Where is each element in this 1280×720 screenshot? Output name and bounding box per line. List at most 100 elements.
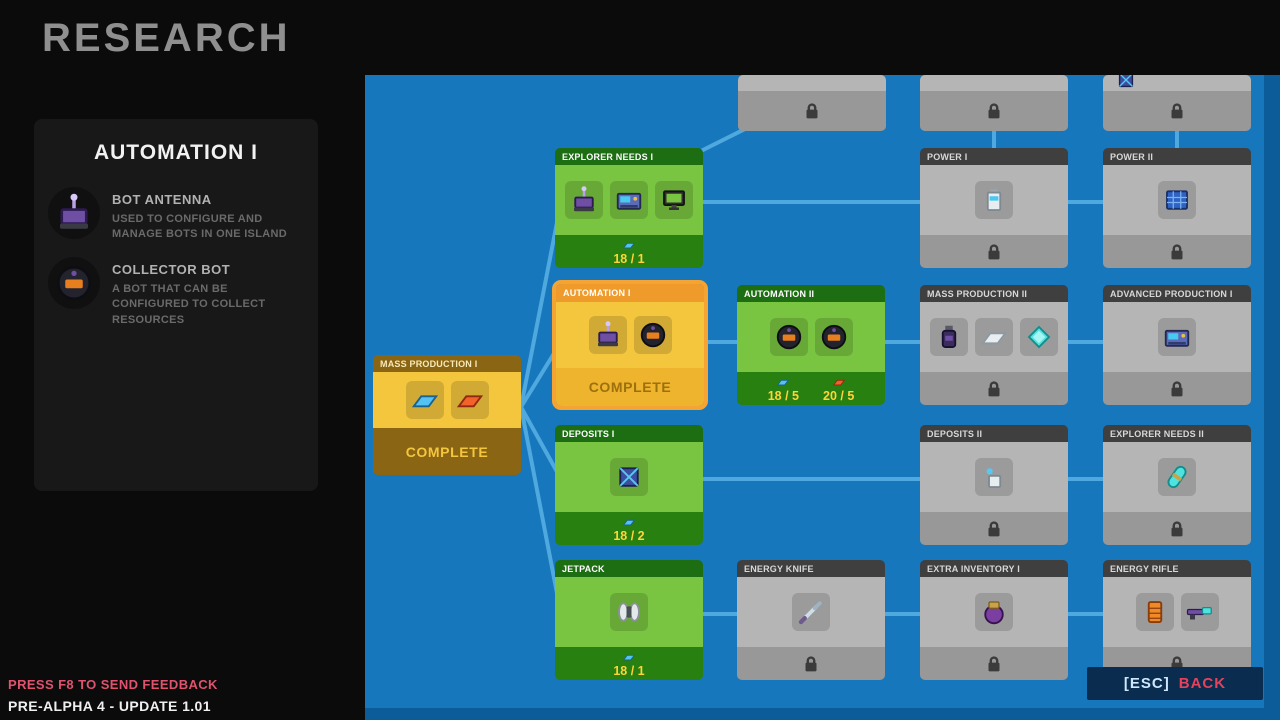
node-body bbox=[1103, 75, 1251, 91]
node-footer bbox=[920, 647, 1068, 680]
research-node-cut-top-2[interactable] bbox=[920, 75, 1068, 131]
ingot-blue-icon bbox=[622, 242, 636, 249]
cost-text: 18 / 1 bbox=[613, 251, 645, 266]
tree-connections bbox=[519, 121, 1179, 616]
node-body bbox=[920, 165, 1068, 235]
node-body bbox=[555, 165, 703, 235]
node-title: EXPLORER NEEDS II bbox=[1103, 425, 1251, 442]
node-body bbox=[556, 302, 704, 368]
node-title: MASS PRODUCTION I bbox=[373, 355, 521, 372]
research-node-advanced-production-1[interactable]: ADVANCED PRODUCTION I bbox=[1103, 285, 1251, 405]
research-node-deposits-2[interactable]: DEPOSITS II bbox=[920, 425, 1068, 545]
canvas-edge-bottom bbox=[365, 708, 1280, 720]
node-title: EXPLORER NEEDS I bbox=[555, 148, 703, 165]
machine-console-slot bbox=[610, 181, 648, 219]
node-title: ENERGY KNIFE bbox=[737, 560, 885, 577]
node-title: AUTOMATION II bbox=[737, 285, 885, 302]
node-body bbox=[1103, 165, 1251, 235]
node-body bbox=[1103, 302, 1251, 372]
cup-white-icon bbox=[986, 468, 1002, 488]
node-body bbox=[738, 75, 886, 91]
node-title: POWER I bbox=[920, 148, 1068, 165]
bottle-dark-slot bbox=[930, 318, 968, 356]
ingot-blue-icon bbox=[777, 379, 790, 386]
battery-orange-slot bbox=[1135, 593, 1174, 631]
pouch-purple-icon bbox=[984, 601, 1004, 625]
bot-antenna-slot bbox=[48, 187, 100, 239]
node-footer: COMPLETE bbox=[373, 428, 521, 475]
unlock-desc: A BOT THAT CAN BE CONFIGURED TO COLLECT … bbox=[112, 282, 266, 326]
cup-white-slot bbox=[975, 458, 1013, 496]
collector-bot-slot bbox=[814, 318, 853, 356]
version-label: PRE-ALPHA 4 - UPDATE 1.01 bbox=[8, 698, 211, 714]
unlock-desc: USED TO CONFIGURE AND MANAGE BOTS IN ONE… bbox=[112, 213, 287, 241]
back-label: BACK bbox=[1178, 675, 1227, 692]
node-footer: 18 / 1 bbox=[555, 647, 703, 680]
bot-antenna-slot bbox=[565, 181, 603, 219]
research-node-mass-production-1[interactable]: MASS PRODUCTION I COMPLETE bbox=[373, 355, 521, 475]
research-node-cut-top-1[interactable] bbox=[738, 75, 886, 131]
research-cost: 18 / 1 bbox=[613, 650, 645, 678]
research-node-jetpack[interactable]: JETPACK 18 / 1 bbox=[555, 560, 703, 680]
research-node-explorer-needs-1[interactable]: EXPLORER NEEDS I 18 / 1 bbox=[555, 148, 703, 268]
node-body bbox=[373, 372, 521, 428]
ingot-red-icon bbox=[456, 395, 483, 408]
collector-bot-slot bbox=[48, 256, 100, 309]
solar-panel-slot bbox=[1158, 181, 1196, 219]
node-footer: 18 / 2 bbox=[555, 512, 703, 545]
research-cost: 18 / 1 bbox=[613, 238, 645, 266]
ingot-white-icon bbox=[980, 332, 1008, 345]
node-body bbox=[737, 577, 885, 647]
research-node-energy-rifle[interactable]: ENERGY RIFLE bbox=[1103, 560, 1251, 680]
node-footer bbox=[920, 91, 1068, 131]
battery-white-slot bbox=[975, 181, 1013, 219]
research-node-cut-top-3[interactable] bbox=[1103, 75, 1251, 131]
node-footer bbox=[920, 372, 1068, 405]
top-bar: RESEARCH bbox=[0, 0, 1280, 75]
research-cost: 18 / 5 bbox=[768, 375, 799, 403]
bottle-dark-icon bbox=[941, 325, 957, 348]
research-node-extra-inventory-1[interactable]: EXTRA INVENTORY I bbox=[920, 560, 1068, 680]
node-title: JETPACK bbox=[555, 560, 703, 577]
ingot-blue-icon bbox=[622, 519, 636, 526]
research-tree-canvas[interactable]: [ESC] BACK EXPLORER NEEDS I 18 / 1 POWER I… bbox=[365, 75, 1280, 720]
node-title: DEPOSITS II bbox=[920, 425, 1068, 442]
collector-bot-slot bbox=[769, 318, 808, 356]
collector-bot-icon bbox=[56, 265, 92, 300]
ingot-red-icon bbox=[832, 379, 845, 386]
research-node-energy-knife[interactable]: ENERGY KNIFE bbox=[737, 560, 885, 680]
bot-antenna-icon bbox=[60, 193, 88, 229]
jetpack-slot bbox=[610, 593, 648, 631]
node-body bbox=[555, 577, 703, 647]
lock-icon bbox=[988, 103, 1000, 119]
ingot-blue-icon bbox=[411, 395, 438, 408]
page-title: RESEARCH bbox=[42, 16, 291, 60]
research-node-mass-production-2[interactable]: MASS PRODUCTION II bbox=[920, 285, 1068, 405]
node-body bbox=[920, 577, 1068, 647]
cost-text: 18 / 2 bbox=[613, 528, 645, 543]
lock-icon bbox=[805, 655, 817, 671]
knife-icon bbox=[798, 601, 822, 625]
pouch-purple-slot bbox=[975, 593, 1013, 631]
node-title: EXTRA INVENTORY I bbox=[920, 560, 1068, 577]
capsule-cyan-icon bbox=[1167, 465, 1187, 489]
ingot-red-slot bbox=[450, 381, 489, 419]
machine-console-slot bbox=[1158, 318, 1196, 356]
lock-icon bbox=[988, 520, 1000, 536]
lock-icon bbox=[806, 103, 818, 119]
screen-green-icon bbox=[663, 190, 685, 210]
collector-bot-slot bbox=[633, 316, 672, 354]
research-node-explorer-needs-2[interactable]: EXPLORER NEEDS II bbox=[1103, 425, 1251, 545]
research-node-power-1[interactable]: POWER I bbox=[920, 148, 1068, 268]
gem-cyan-icon bbox=[1027, 325, 1051, 349]
back-button[interactable]: [ESC] BACK bbox=[1087, 667, 1263, 700]
research-node-power-2[interactable]: POWER II bbox=[1103, 148, 1251, 268]
gem-cyan-slot bbox=[1020, 318, 1058, 356]
